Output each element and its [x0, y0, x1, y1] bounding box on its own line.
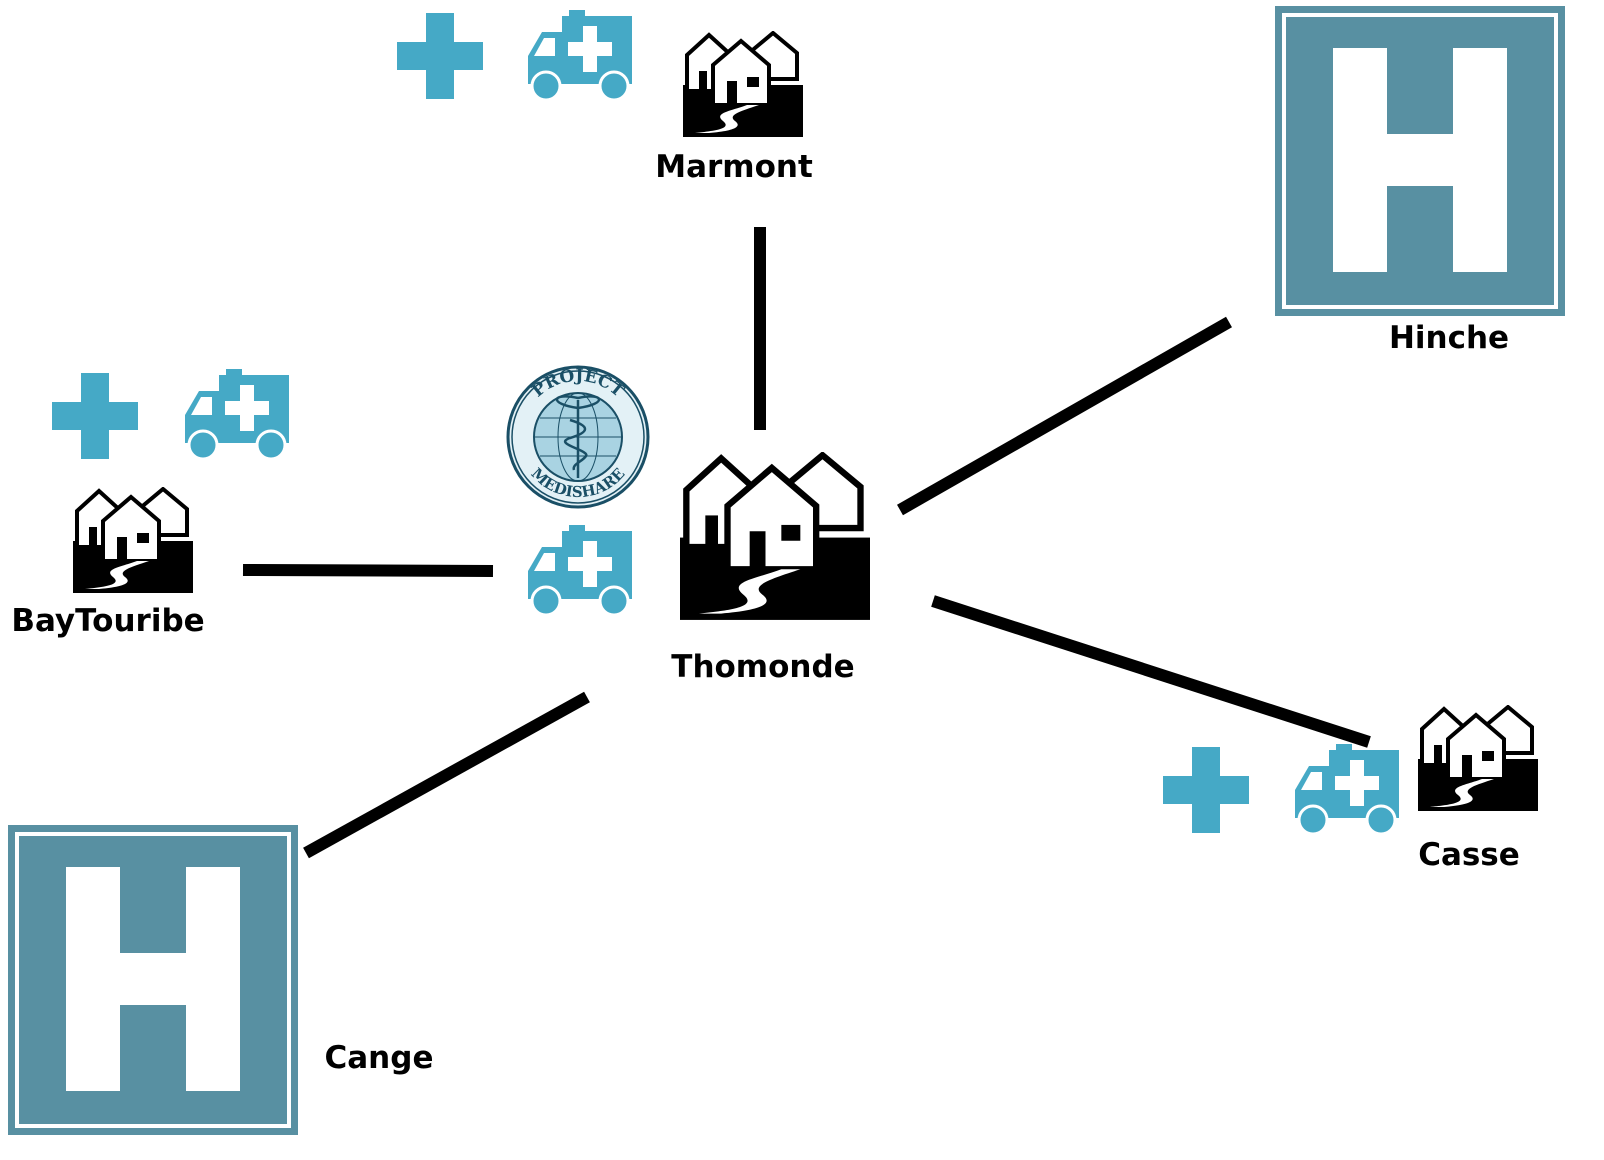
ambulance-icon — [526, 10, 634, 102]
medical-cross-icon — [52, 373, 138, 459]
ambulance-icon — [183, 369, 291, 461]
node-casse: Casse — [1163, 705, 1538, 873]
medical-cross-icon — [1163, 747, 1249, 833]
node-cange: Cange — [8, 825, 433, 1135]
line-thomonde-hinche — [897, 316, 1232, 516]
node-hinche: Hinche — [1275, 6, 1565, 356]
village-icon — [1418, 705, 1538, 811]
line-thomonde-baytouribe — [242, 564, 494, 577]
ambulance-icon — [526, 525, 634, 617]
hospital-icon — [8, 825, 298, 1135]
label-casse: Casse — [1418, 837, 1520, 873]
label-baytouribe: BayTouribe — [11, 603, 204, 639]
line-thomonde-cange — [303, 691, 590, 859]
node-marmont: Marmont — [397, 10, 813, 185]
village-icon — [683, 31, 803, 137]
connection-lines — [242, 227, 1371, 859]
line-thomonde-casse — [931, 595, 1371, 748]
node-thomonde: Thomonde — [526, 455, 870, 685]
label-thomonde: Thomonde — [671, 649, 854, 685]
hospital-icon — [1275, 6, 1565, 316]
node-baytouribe: BayTouribe — [11, 369, 291, 639]
medical-cross-icon — [397, 13, 483, 99]
village-icon — [73, 487, 193, 593]
village-icon — [680, 455, 870, 620]
label-cange: Cange — [325, 1040, 434, 1076]
label-marmont: Marmont — [655, 149, 813, 185]
project-medishare-logo: PROJECT MEDISHARE — [506, 365, 650, 509]
ambulance-icon — [1293, 744, 1401, 836]
label-hinche: Hinche — [1389, 320, 1509, 356]
